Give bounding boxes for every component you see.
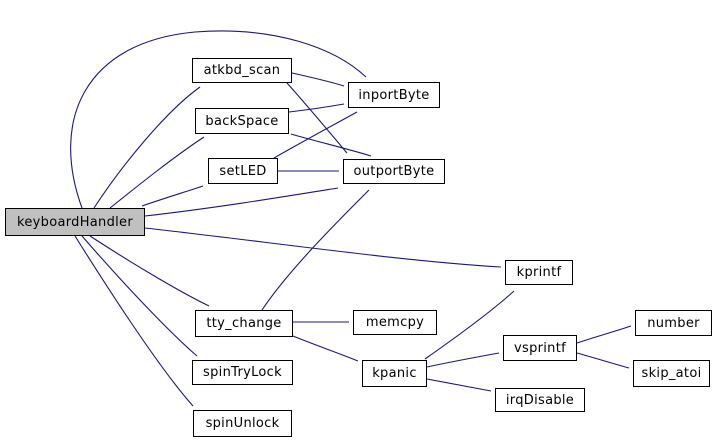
edge-vsprintf-to-number [576, 325, 632, 344]
node-memcpy[interactable]: memcpy [353, 310, 437, 335]
node-number[interactable]: number [635, 310, 712, 336]
node-kpanic[interactable]: kpanic [362, 360, 427, 387]
edge-vsprintf-to-skip_atoi [576, 352, 630, 369]
node-setLED[interactable]: setLED [208, 158, 278, 184]
edge-atkbd_scan-to-inportByte [291, 72, 345, 87]
edge-tty_change-to-outportByte [261, 189, 370, 311]
edge-kpanic-to-irqDisable [426, 378, 492, 392]
edge-keyboardHandler-to-setLED [141, 185, 204, 207]
edge-backSpace-to-inportByte [288, 103, 345, 113]
node-inportByte[interactable]: inportByte [348, 82, 440, 108]
edge-keyboardHandler-to-kprintf [144, 227, 502, 268]
edge-kpanic-to-vsprintf [426, 352, 500, 368]
node-irqDisable[interactable]: irqDisable [495, 388, 585, 412]
node-keyboardHandler[interactable]: keyboardHandler [5, 208, 145, 236]
edge-keyboardHandler-to-tty_change [89, 235, 210, 307]
edge-keyboardHandler-to-backSpace [109, 136, 205, 209]
node-skip_atoi[interactable]: skip_atoi [633, 360, 710, 387]
edge-keyboardHandler-to-spinUnlock [74, 235, 194, 407]
edge-keyboardHandler-to-spinTryLock [81, 235, 198, 357]
node-kprintf[interactable]: kprintf [505, 260, 573, 285]
node-spinTryLock[interactable]: spinTryLock [192, 360, 293, 385]
node-backSpace[interactable]: backSpace [195, 108, 289, 134]
node-spinUnlock[interactable]: spinUnlock [193, 410, 292, 437]
edge-keyboardHandler-to-outportByte [144, 187, 339, 217]
edge-kpanic-to-kprintf [424, 290, 515, 360]
edge-backSpace-to-outportByte [290, 133, 372, 157]
edge-atkbd_scan-to-outportByte [286, 82, 348, 154]
node-tty_change[interactable]: tty_change [195, 310, 293, 337]
node-vsprintf[interactable]: vsprintf [503, 335, 577, 361]
edge-keyboardHandler-to-inportByte [70, 30, 367, 209]
node-atkbd_scan[interactable]: atkbd_scan [192, 58, 292, 83]
node-outportByte[interactable]: outportByte [343, 159, 445, 184]
edge-setLED-to-inportByte [273, 111, 358, 159]
edge-keyboardHandler-to-atkbd_scan [93, 86, 201, 209]
edge-tty_change-to-kpanic [292, 335, 359, 362]
